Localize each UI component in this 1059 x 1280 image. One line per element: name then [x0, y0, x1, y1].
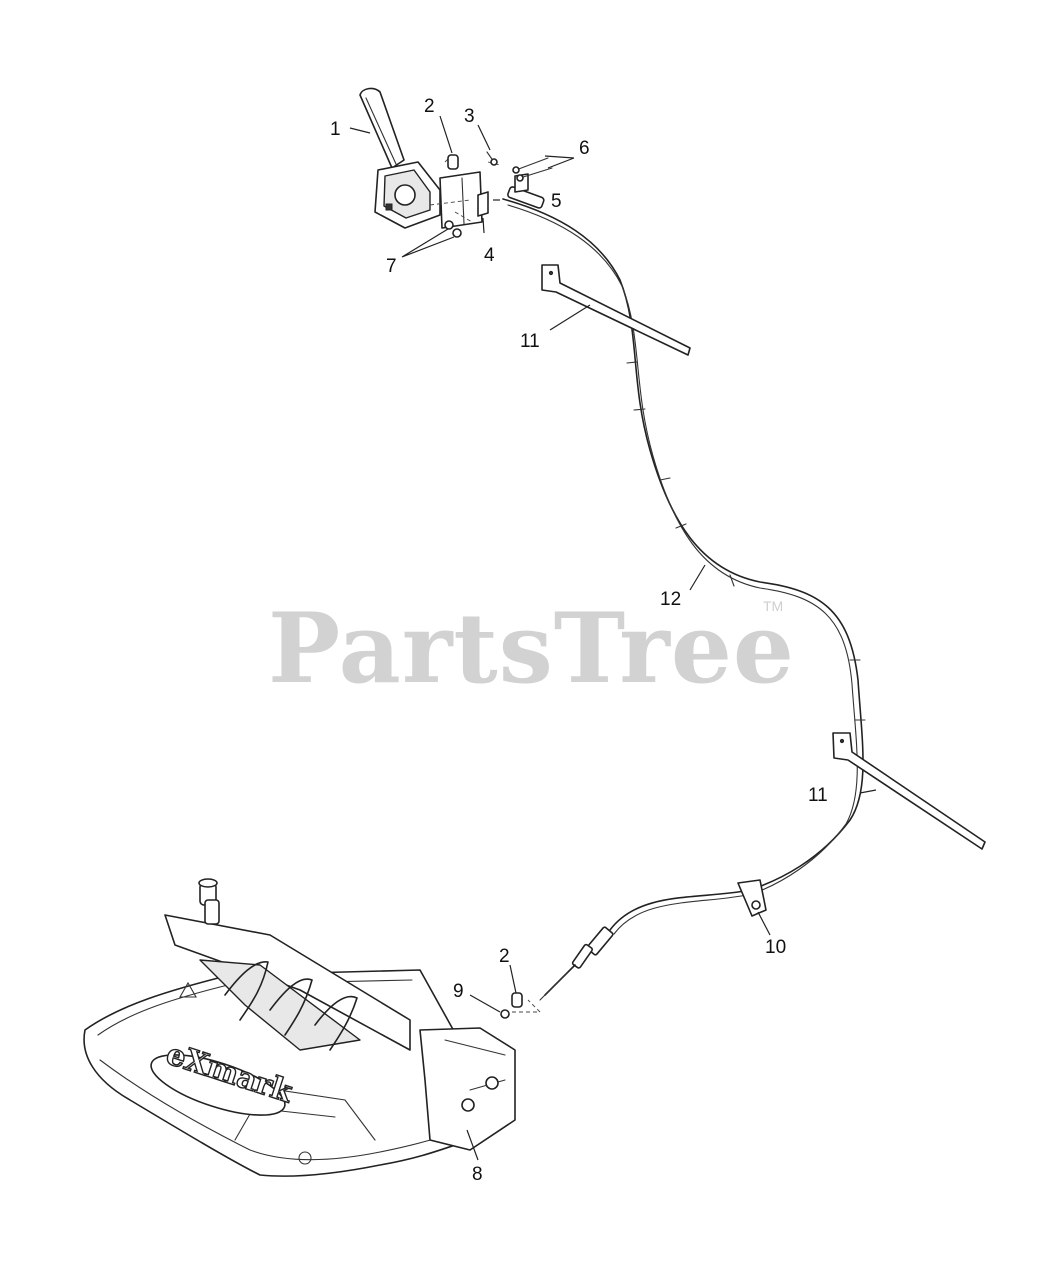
callout-8: 8	[472, 1164, 483, 1185]
cable-tie-upper	[541, 264, 691, 356]
watermark-trademark: TM	[763, 598, 783, 614]
callout-11-upper: 11	[520, 331, 540, 352]
watermark-text: PartsTree	[268, 592, 795, 705]
callout-3: 3	[464, 106, 475, 127]
callout-1: 1	[330, 119, 341, 140]
callout-2-upper: 2	[424, 96, 435, 117]
callout-7: 7	[386, 256, 397, 277]
callout-6: 6	[579, 138, 590, 159]
callouts: 1 2 3 4 5 6 7 8 9 10 11 11 12 2	[330, 96, 828, 1185]
leader-lines	[349, 115, 877, 1161]
callout-12: 12	[660, 589, 681, 610]
callout-11-lower: 11	[808, 785, 828, 806]
cable-clamp	[737, 879, 767, 917]
cable-tie-lower	[832, 732, 986, 850]
cable-end-fitting	[500, 926, 614, 1019]
seat-assembly: eXmark	[83, 878, 516, 1177]
callout-5: 5	[551, 191, 562, 212]
callout-4: 4	[484, 245, 495, 266]
control-lever-assembly	[359, 87, 553, 238]
callout-9: 9	[453, 981, 464, 1002]
callout-2-lower: 2	[499, 946, 510, 967]
callout-10: 10	[765, 937, 786, 958]
cable-assembly	[502, 186, 866, 935]
